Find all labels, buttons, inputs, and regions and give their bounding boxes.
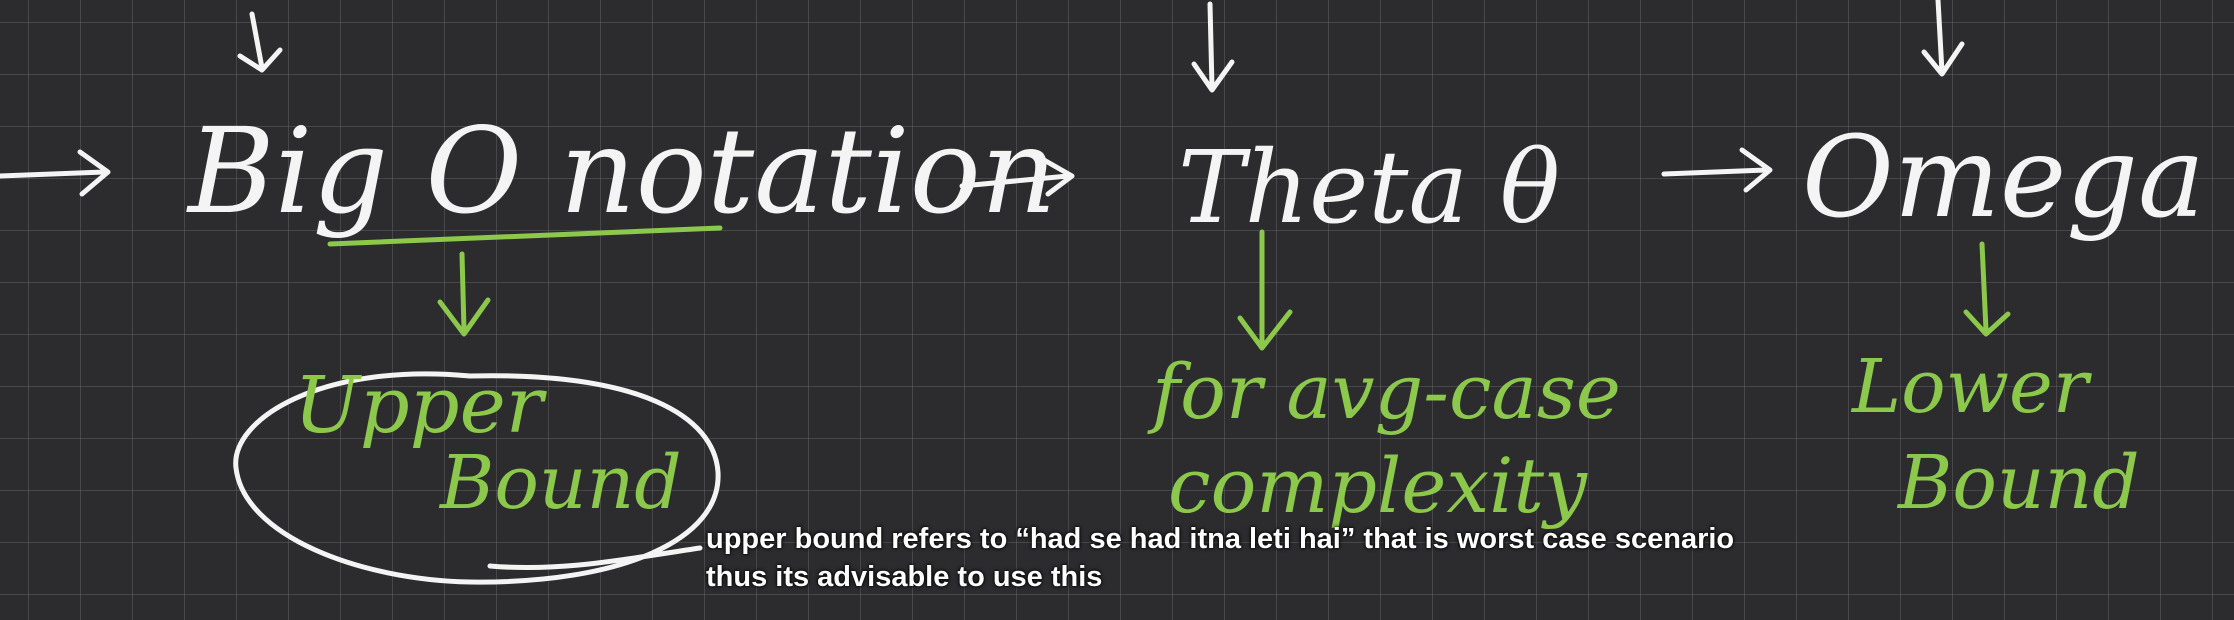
arrow-into-big-o — [0, 149, 111, 197]
avg-case-text: for avg-case — [1147, 347, 1621, 436]
big-o-heading: Big O notation — [186, 102, 1057, 240]
top-arrow-right — [1921, 0, 1965, 77]
complexity-text: complexity — [1168, 441, 1588, 530]
lower-text: Lower — [1850, 344, 2093, 430]
theta-heading: Theta θ — [1178, 129, 1560, 246]
avg-case-arrow — [1237, 229, 1293, 351]
arrow-theta-to-omega — [1661, 147, 1773, 193]
upper-bound-circle — [233, 371, 721, 585]
top-arrow-left — [237, 11, 283, 73]
subtitle-line-1: upper bound refers to “had se had itna l… — [706, 523, 1735, 555]
lower-bound-arrow — [1963, 241, 2011, 337]
bound-text: Bound — [438, 440, 682, 526]
omega-heading: Omega Ω — [1802, 113, 2234, 243]
upper-bound-arrow — [437, 251, 491, 337]
lower-bound-text: Bound — [1896, 440, 2140, 526]
subtitle-line-2: thus its advisable to use this — [706, 561, 1103, 593]
video-subtitle: upper bound refers to “had se had itna l… — [706, 520, 1734, 596]
upper-text: Upper — [294, 361, 548, 451]
arrow-big-o-to-theta — [959, 157, 1075, 197]
big-o-underline — [327, 225, 723, 247]
top-arrow-middle — [1191, 1, 1235, 93]
